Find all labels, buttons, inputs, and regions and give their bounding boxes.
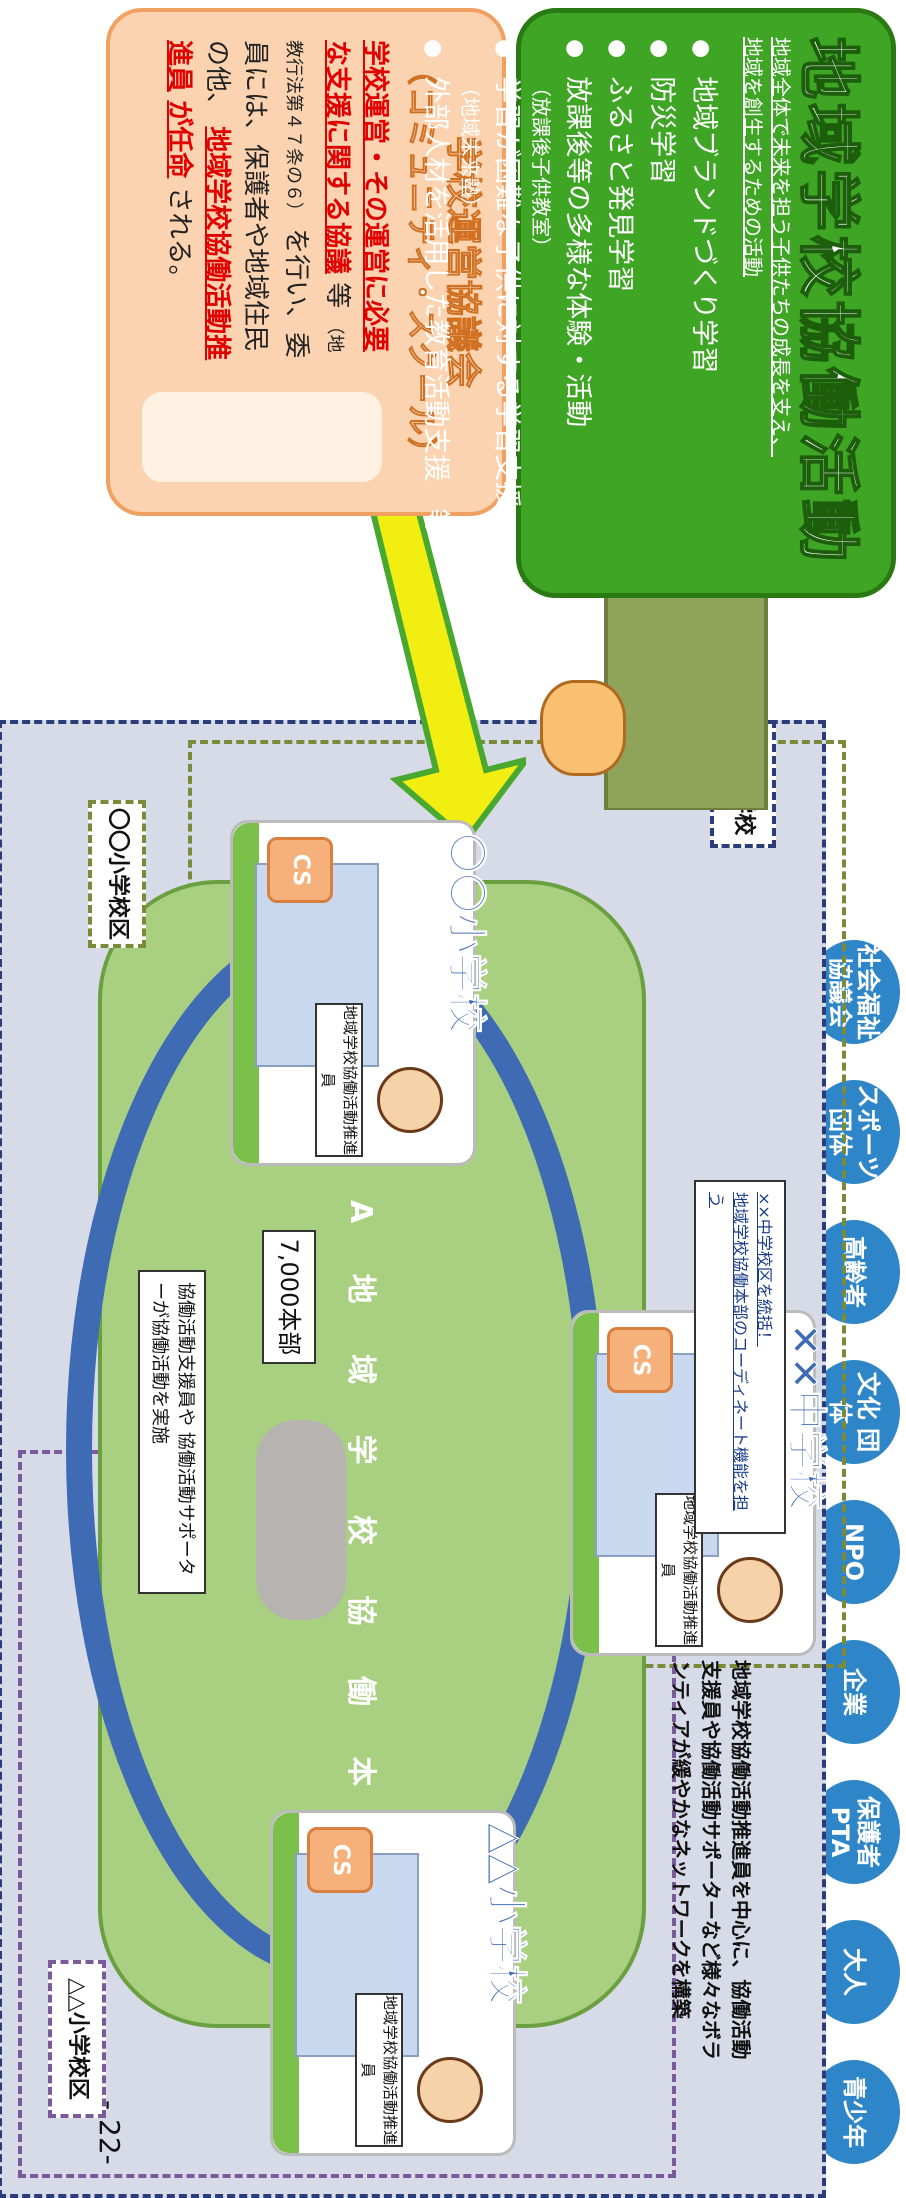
council-emphasis-5: が任命 xyxy=(164,100,194,179)
stakeholder-label: 保護者 PTA xyxy=(826,1796,882,1868)
activity-subtitle: 地域全体で未来を担う子供たちの成長を支え、 地域を創生するための活動 xyxy=(739,37,795,457)
headquarters-count: 7,000本部 xyxy=(262,1230,316,1364)
council-body: 学校運営・その運営に必要な支援に関する協議 等 （地教行法第４７条の６） を行い… xyxy=(160,40,394,370)
activity-item: 学習が困難な子供に対する学習支援 xyxy=(484,39,526,579)
headquarters-label: A 地 域 学 校 協 働 本 部 xyxy=(343,1200,378,1887)
activity-item-note: （放課後子供教室） xyxy=(529,77,553,257)
promoter-label: 地域学校協働活動推進員 xyxy=(355,1993,403,2147)
callout-line-2: 地域学校協働本部のコーディネート機能を担う xyxy=(707,1192,750,1511)
promoter-avatar xyxy=(417,2057,483,2123)
school-name: 〇〇小学校 xyxy=(443,833,490,1034)
page-number: - 22- xyxy=(93,2100,126,2165)
activity-subtitle-line-1: 地域全体で未来を担う子供たちの成長を支え、 xyxy=(769,37,793,457)
coordinator-callout: ××中学校区を統括！ 地域学校協働本部のコーディネート機能を担う xyxy=(694,1180,786,1534)
activity-title: 地域学校協働活動 xyxy=(791,36,866,566)
promoter-avatar xyxy=(717,1557,783,1623)
activity-item: 地域ブランドづくり学習 xyxy=(681,39,723,579)
zone-oo-label: 〇〇小学校区 xyxy=(88,800,146,948)
activity-item: 放課後等の多様な体験・活動 xyxy=(555,39,597,579)
school-card-tri-elementary: CS 地域学校協働活動推進員 △△小学校 xyxy=(270,1810,530,2156)
council-members-illustration xyxy=(142,392,382,482)
activity-item: 防災学習 xyxy=(639,39,681,579)
council-text-2: 等 xyxy=(322,282,352,309)
support-staff-note: 協働活動支援員や 協働活動サポーターが協働活動を実施 xyxy=(138,1270,206,1594)
volunteers-illustration xyxy=(256,1420,346,1620)
cs-badge: CS xyxy=(267,837,333,903)
stakeholder-label: 青少年 xyxy=(840,2076,868,2148)
school-name: ××中学校 xyxy=(783,1323,830,1511)
handshake-icon xyxy=(540,680,626,776)
promoter-label: 地域学校協働活動推進員 xyxy=(315,1003,363,1157)
stakeholder-label: 大人 xyxy=(840,1948,868,1996)
regional-activity-box: 地域学校協働活動 地域全体で未来を担う子供たちの成長を支え、 地域を創生するため… xyxy=(420,8,896,598)
promoter-avatar xyxy=(377,1067,443,1133)
cs-badge: CS xyxy=(307,1827,373,1893)
activity-list: 地域ブランドづくり学習 防災学習 ふるさと発見学習 放課後等の多様な体験・活動 … xyxy=(413,39,723,579)
cs-badge: CS xyxy=(607,1327,673,1393)
activity-item: 外部人材を活用した教育活動支援 等 xyxy=(413,39,455,579)
activity-subtitle-line-2: 地域を創生するための活動 xyxy=(741,37,765,277)
activity-item: ふるさと発見学習 xyxy=(597,39,639,579)
stakeholder-label: 企業 xyxy=(840,1668,868,1716)
council-text-6: される。 xyxy=(164,186,194,291)
callout-line-1: ××中学校区を統括！ xyxy=(755,1192,774,1347)
network-note: 地域学校協働活動推進員を中心に、協働活動支援員や協働活動サポーターなど様々なボラ… xyxy=(669,1660,753,2060)
activity-item-note: （地域未来塾） xyxy=(458,77,482,217)
school-name: △△小学校 xyxy=(483,1823,530,2006)
school-card-oo-elementary: CS 地域学校協働活動推進員 〇〇小学校 xyxy=(230,820,490,1166)
zone-tri-label: △△小学校区 xyxy=(48,1960,106,2118)
